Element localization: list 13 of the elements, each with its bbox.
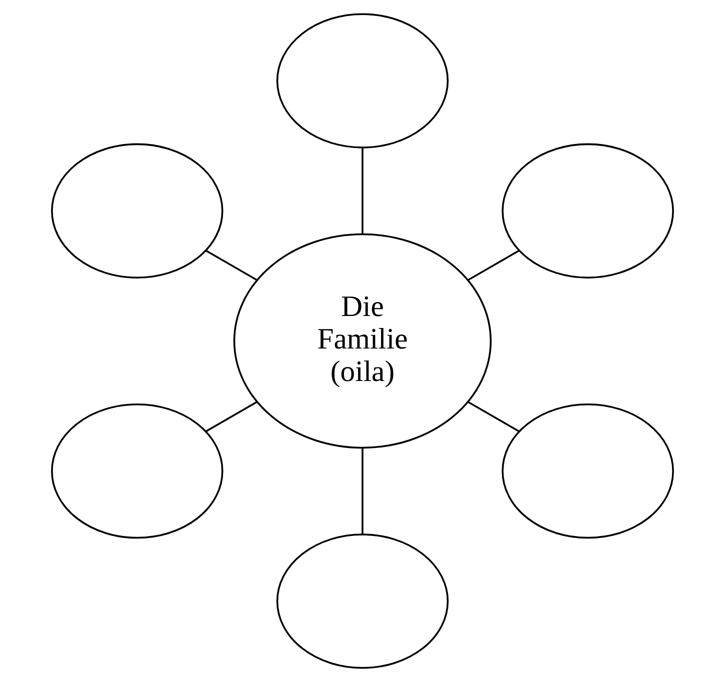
- connector: [362, 148, 364, 234]
- connector: [205, 401, 258, 432]
- node-ellipse: [502, 404, 674, 539]
- node-ellipse: [51, 143, 224, 278]
- connector: [467, 250, 520, 281]
- connector: [362, 448, 364, 534]
- connector: [205, 250, 258, 281]
- node-ellipse: [276, 13, 449, 148]
- node-ellipse: [51, 404, 224, 539]
- node-ellipse: [502, 143, 674, 278]
- node-ellipse: Die Familie (oila): [233, 233, 492, 449]
- connector: [467, 401, 520, 432]
- node-ellipse: [276, 534, 449, 669]
